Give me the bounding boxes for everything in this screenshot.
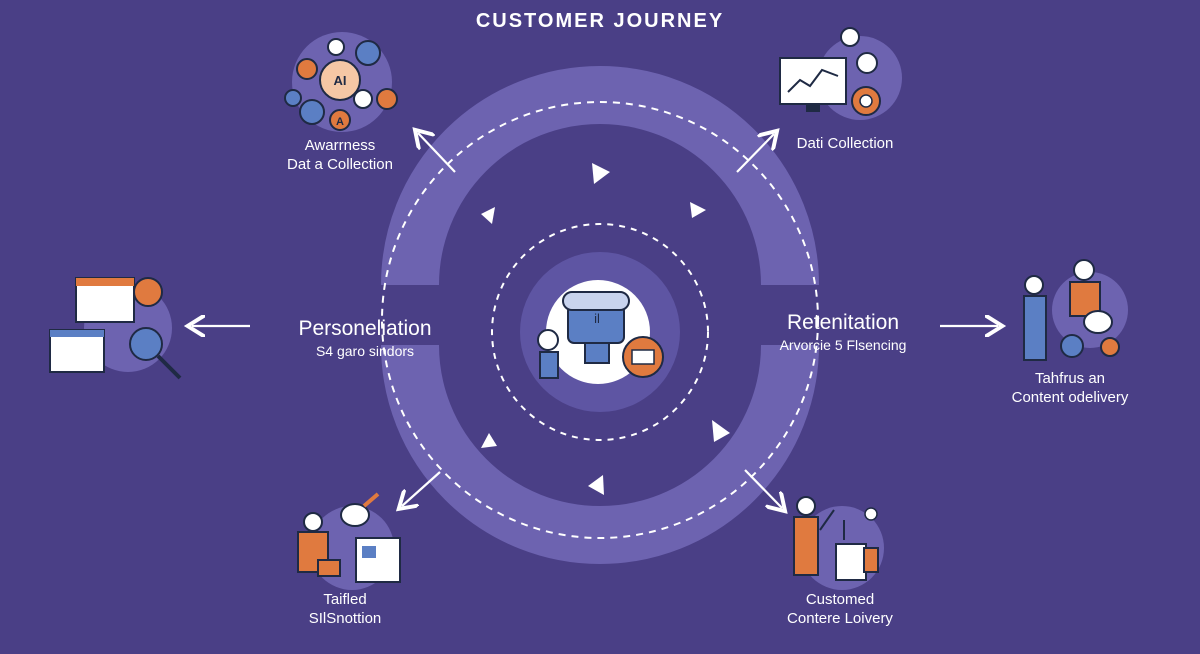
personalization-label: Personeliation S4 garo sindors xyxy=(270,316,460,361)
gear-icon xyxy=(327,38,345,56)
cycle-arrowheads xyxy=(481,163,730,495)
data-collection-title: Dati Collection xyxy=(796,135,894,152)
cycle-arrow xyxy=(481,433,497,448)
gear-icon xyxy=(129,327,163,361)
gear-icon xyxy=(355,40,381,66)
tailored-label: Taifled SIlSnottion xyxy=(280,590,410,628)
magnifier-icon xyxy=(156,354,182,380)
a-badge-icon xyxy=(329,109,351,131)
person-icon xyxy=(1024,275,1044,295)
handshake-icon xyxy=(1060,334,1084,358)
retention-subtitle: Arvorcie 5 Flsencing xyxy=(779,337,907,353)
gear-icon xyxy=(856,52,878,74)
awareness-title: Awarrness xyxy=(304,137,376,154)
awareness-subtitle: Dat a Collection xyxy=(287,156,393,173)
speech-bubble-icon xyxy=(1083,310,1113,334)
heart-icon xyxy=(840,27,860,47)
content-delivery-icon-cluster xyxy=(1023,259,1128,361)
arrow-to-tailored xyxy=(402,471,441,506)
star-icon xyxy=(376,88,398,110)
ai-icon-text: AI xyxy=(334,73,347,88)
awareness-icon-cluster xyxy=(284,32,398,132)
tailored-title: Taifled xyxy=(323,591,367,608)
retention-label: Retenitation Arvorcie 5 Flsencing xyxy=(748,310,938,355)
personalization-subtitle: S4 garo sindors xyxy=(315,343,415,359)
speech-bubble-icon xyxy=(340,503,370,527)
content-delivery-title: Tahfrus an xyxy=(1034,370,1106,387)
person-icon xyxy=(296,58,318,80)
customized-icon-cluster xyxy=(793,496,884,590)
person-icon xyxy=(303,512,323,532)
content-delivery-subtitle: Content odelivery xyxy=(1011,389,1129,406)
cycle-arrow xyxy=(592,163,610,184)
customized-label: Customed Contere Loivery xyxy=(765,590,915,628)
ai-lightbulb-icon xyxy=(319,59,361,101)
tailored-icon-cluster xyxy=(297,492,401,590)
person-icon xyxy=(864,507,878,521)
cycle-arrow xyxy=(588,475,604,495)
gear-icon xyxy=(1100,337,1120,357)
personalization-icon-cluster xyxy=(49,277,182,380)
cycle-arrow xyxy=(690,202,706,218)
connector-arrows xyxy=(192,133,998,508)
cycle-arrow xyxy=(481,207,495,224)
arrow-to-customized xyxy=(744,469,782,508)
diagram-title: CUSTOMER JOURNEY xyxy=(475,10,725,32)
clipboard-icon xyxy=(835,543,867,581)
personalization-title: Personeliation xyxy=(298,317,432,340)
customized-title: Customed xyxy=(805,591,875,608)
robot-icon xyxy=(537,291,664,379)
content-delivery-label: Tahfrus an Content odelivery xyxy=(990,369,1150,407)
pencil-icon xyxy=(362,492,380,508)
arrow-to-awareness xyxy=(418,133,456,173)
gear-icon xyxy=(133,277,163,307)
heart-icon xyxy=(299,99,325,125)
tailored-subtitle: SIlSnottion xyxy=(308,610,382,627)
cycle-arrow xyxy=(712,420,730,442)
data-collection-label: Dati Collection xyxy=(770,134,920,153)
person-icon xyxy=(796,496,816,516)
people-icon xyxy=(353,89,373,109)
customized-subtitle: Contere Loivery xyxy=(787,610,893,627)
person-icon xyxy=(1073,259,1095,281)
outer-cycle-ring xyxy=(381,66,819,564)
robot-chest-glyph: il xyxy=(594,311,600,326)
awareness-label: Awarrness Dat a Collection xyxy=(260,136,420,174)
person-icon xyxy=(284,89,302,107)
retention-title: Retenitation xyxy=(786,311,900,334)
a-icon-text: A xyxy=(336,116,344,128)
clipboard-icon xyxy=(355,537,401,583)
arrow-to-data-collection xyxy=(736,134,774,173)
data-collection-icon-cluster xyxy=(779,27,902,120)
